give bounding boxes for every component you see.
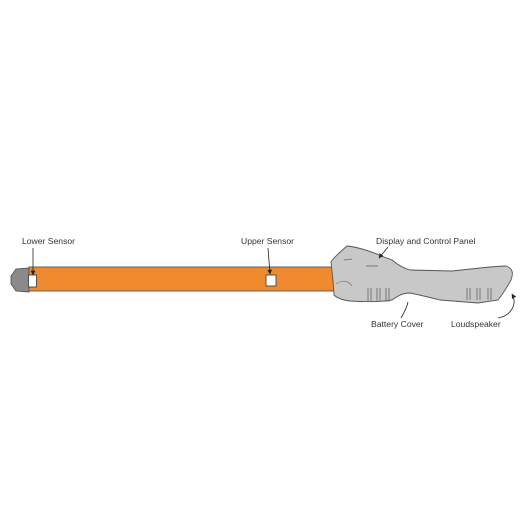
label-lower-sensor: Lower Sensor <box>22 236 75 246</box>
leader-upper-sensor <box>267 247 273 275</box>
pole <box>28 266 340 292</box>
upper-sensor-window <box>265 274 277 287</box>
end-cap <box>10 267 30 293</box>
battery-cover-slots <box>367 288 390 302</box>
label-display-panel: Display and Control Panel <box>376 236 475 246</box>
leader-loudspeaker <box>497 293 517 319</box>
lower-sensor-window <box>28 274 37 288</box>
housing-contour <box>335 280 353 287</box>
label-upper-sensor: Upper Sensor <box>241 236 294 246</box>
leader-display-panel <box>378 246 389 259</box>
display-detail-line <box>343 258 353 261</box>
loudspeaker-slots <box>466 288 492 300</box>
label-battery-cover: Battery Cover <box>371 319 424 329</box>
label-loudspeaker: Loudspeaker <box>451 319 501 329</box>
device-housing <box>330 245 513 304</box>
leader-battery-cover <box>400 301 409 319</box>
